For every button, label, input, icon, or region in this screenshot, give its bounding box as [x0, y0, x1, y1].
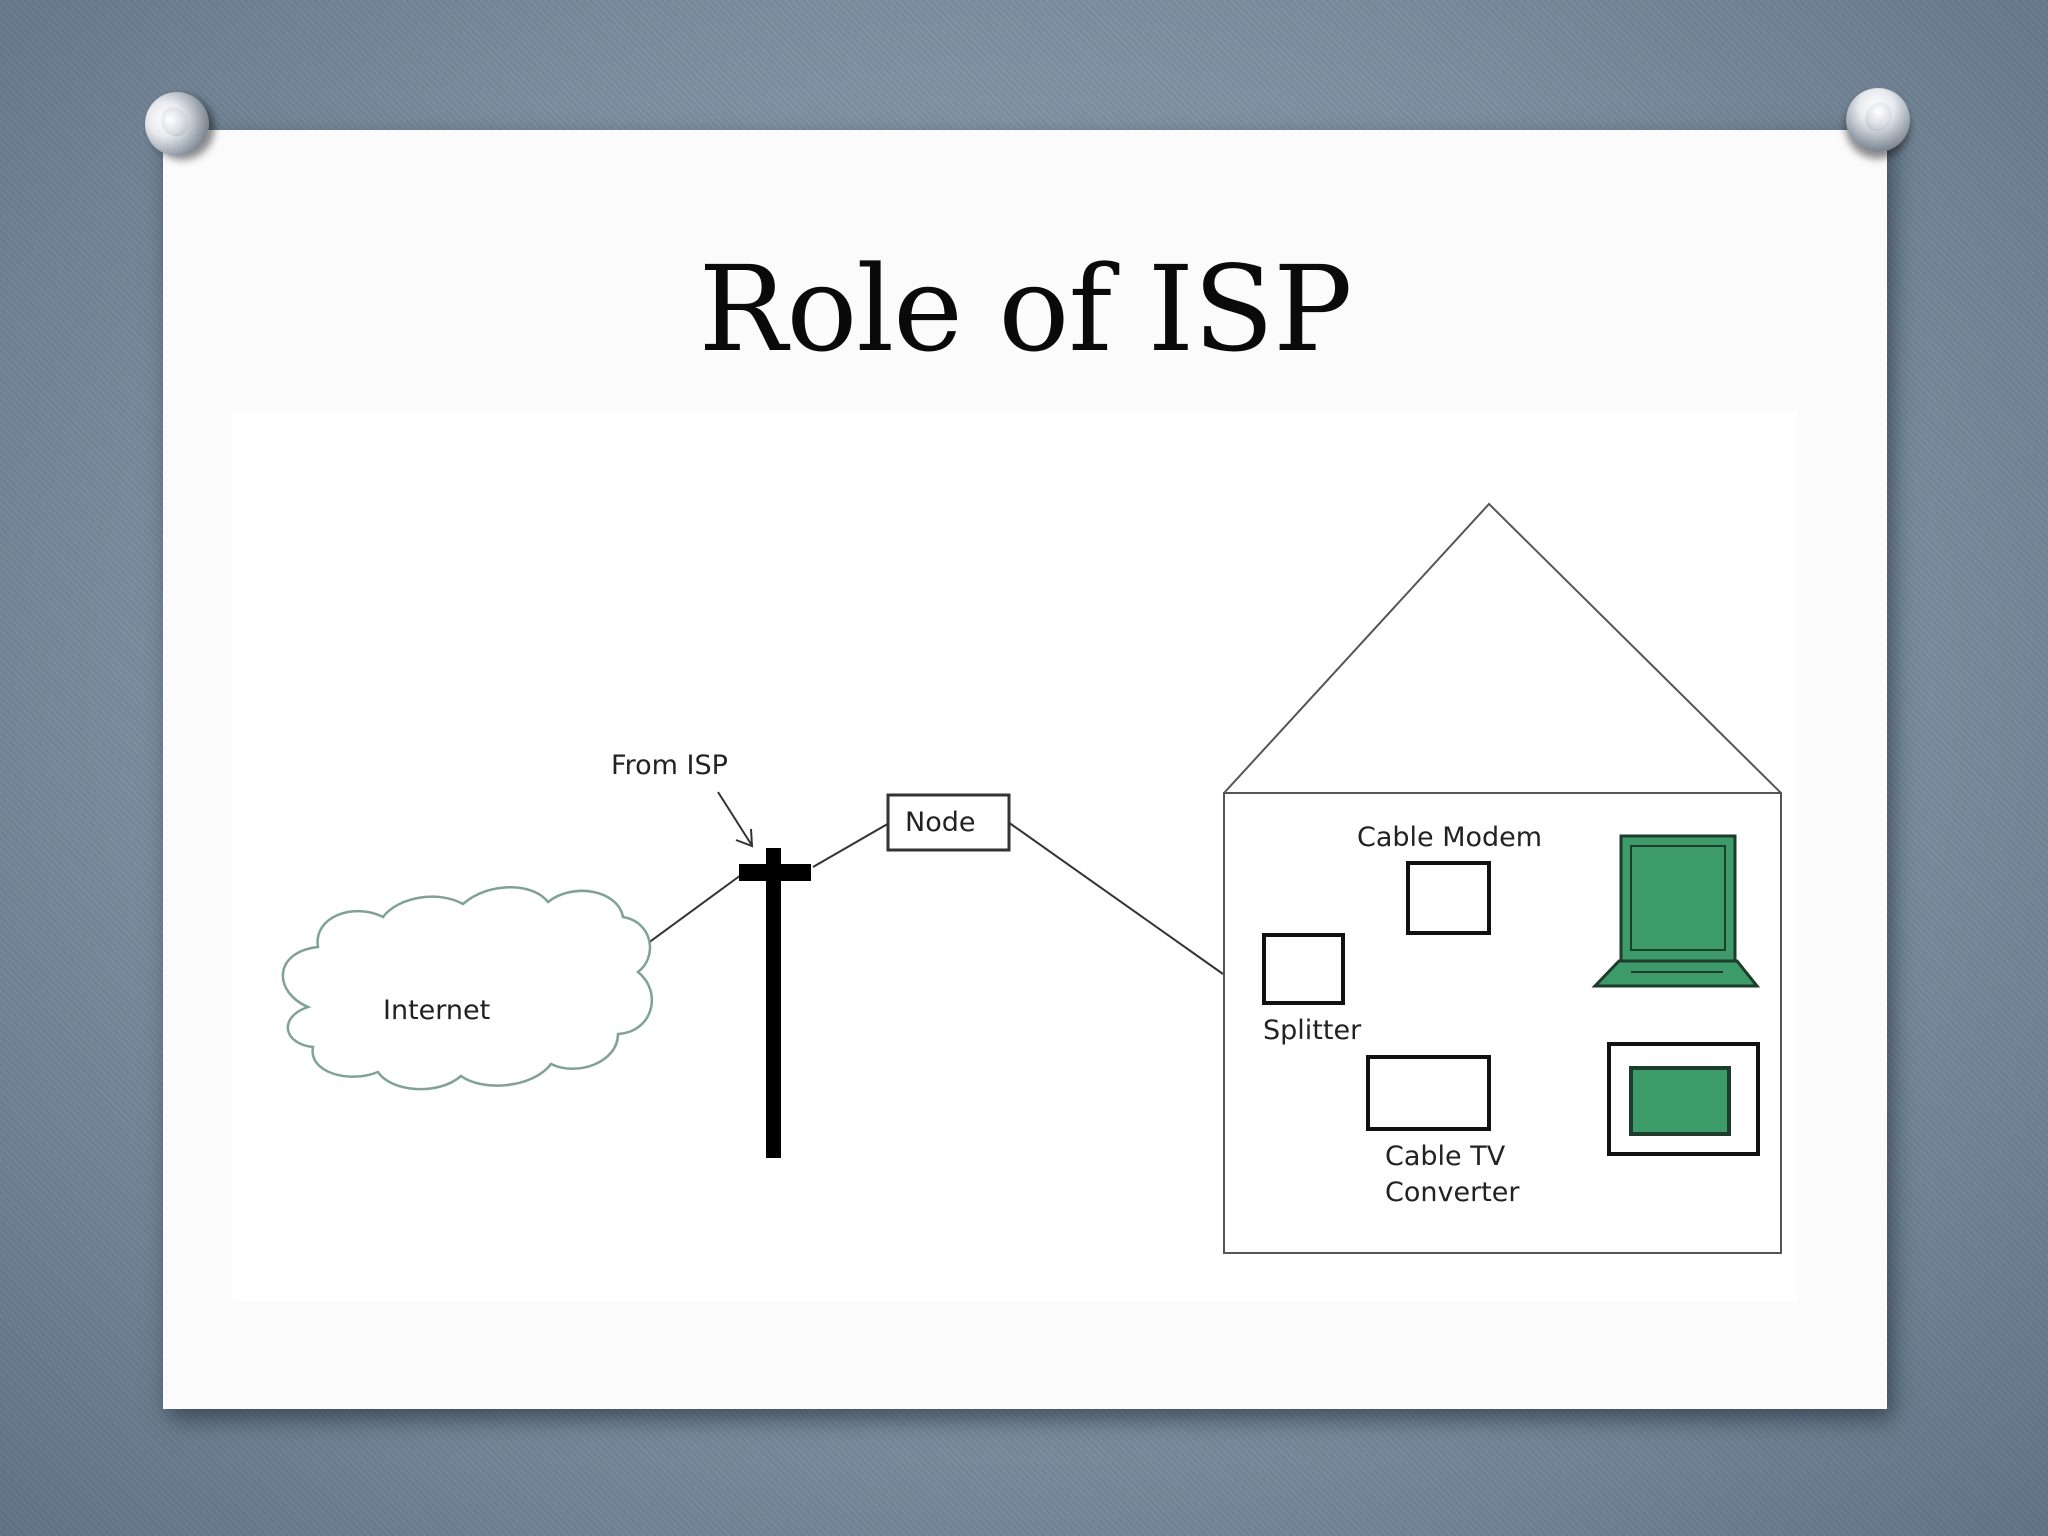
- from-isp-label: From ISP: [611, 750, 728, 781]
- node-box: [886, 793, 1011, 852]
- cable-modem-label: Cable Modem: [1357, 822, 1542, 853]
- diagram-panel: Internet From ISP Node Cable Modem: [233, 412, 1797, 1302]
- cable-tv-converter-label-line1: Cable TV: [1385, 1141, 1506, 1172]
- slide-title: Role of ISP: [698, 240, 1352, 378]
- link-pole-node: [812, 821, 892, 868]
- tv-icon: [1607, 1042, 1760, 1156]
- cable-tv-converter-label-line2: Converter: [1385, 1177, 1520, 1208]
- utility-pole-icon: [739, 848, 811, 1158]
- laptop-icon: [1591, 834, 1761, 988]
- cloud-icon: [281, 886, 654, 1091]
- isp-diagram: Internet From ISP Node Cable Modem: [281, 502, 1782, 1254]
- splitter-box: [1262, 933, 1345, 1005]
- link-node-house: [1007, 821, 1224, 975]
- cable-modem-box: [1406, 861, 1491, 935]
- internet-label: Internet: [383, 995, 490, 1026]
- node-label: Node: [905, 807, 975, 838]
- splitter-label: Splitter: [1263, 1015, 1362, 1046]
- arrow-icon: [717, 791, 754, 848]
- slide: Role of ISP Internet From ISP: [163, 130, 1887, 1409]
- cable-tv-converter-box: [1366, 1055, 1491, 1131]
